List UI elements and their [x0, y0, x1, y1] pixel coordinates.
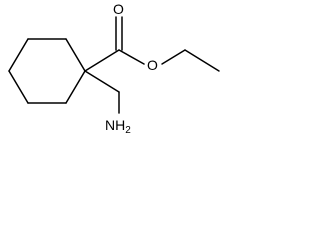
bond-carbonyl-to-ester-oxygen — [118, 49, 145, 65]
structure-drawing: O O NH2 — [8, 1, 220, 136]
ring-bond-1 — [65, 38, 86, 72]
ethyl-terminal-bond — [184, 49, 220, 72]
cyclohexane-ring — [8, 38, 86, 104]
aminomethyl-group — [84, 70, 120, 114]
bond-ester-oxygen-to-ethyl — [161, 49, 186, 65]
chemical-structure: O O NH2 — [0, 0, 226, 140]
carbonyl-oxygen-label: O — [113, 1, 124, 17]
ring-bond-3 — [8, 38, 29, 72]
amine-subscript: 2 — [125, 125, 131, 136]
ester-oxygen-label: O — [147, 57, 158, 73]
ring-bond-4 — [8, 70, 29, 104]
amine-label: NH2 — [105, 117, 131, 136]
bond-ring-to-methylene — [84, 70, 120, 93]
ester-group — [84, 16, 220, 72]
ring-bond-6 — [65, 70, 86, 104]
amine-text: NH — [105, 117, 125, 133]
bond-ring-to-carbonyl-carbon — [84, 49, 120, 72]
